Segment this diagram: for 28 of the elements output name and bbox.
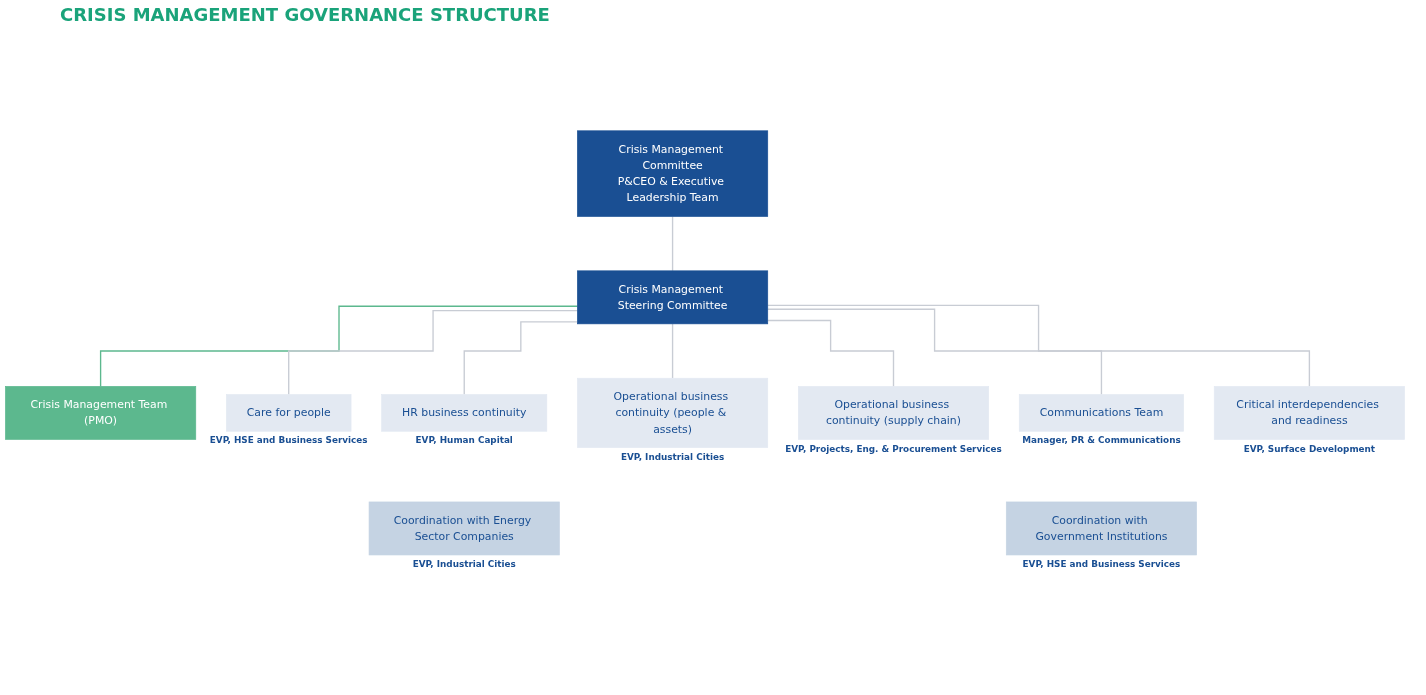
role-label: EVP, Human Capital — [415, 435, 513, 446]
diagram-title: CRISIS MANAGEMENT GOVERNANCE STRUCTURE — [60, 4, 551, 25]
node-box: Care for people — [226, 394, 352, 432]
node-box: Crisis Management Committee P&CEO & Executive Leadership Team — [577, 130, 769, 217]
node-box: Crisis Management Team (PMO) — [5, 386, 197, 440]
connector — [99, 305, 579, 388]
role-label: Manager, PR & Communications — [1022, 435, 1181, 446]
connector — [767, 319, 895, 388]
node-box: Operational business continuity (people & assets) — [577, 377, 769, 448]
node-box: Communications Team — [1018, 394, 1184, 432]
node-box: Crisis Management Steering Committee — [577, 270, 769, 325]
role-label: EVP, Surface Development — [1243, 443, 1376, 454]
connector — [671, 215, 674, 272]
connector — [767, 308, 1103, 396]
node-box: Coordination with Energy Sector Companies — [368, 501, 560, 556]
connector — [288, 309, 579, 396]
node-box: Operational business continuity (supply chain) — [798, 386, 989, 440]
role-label: EVP, Industrial Cities — [620, 451, 725, 462]
connector — [463, 321, 579, 396]
connector — [671, 323, 674, 379]
node-box: Critical interdependencies and readiness — [1213, 386, 1405, 440]
role-label: EVP, Projects, Eng. & Procurement Services — [785, 443, 1002, 454]
node-box: Coordination with Government Institutions — [1005, 501, 1197, 556]
role-label: EVP, HSE and Business Services — [1022, 559, 1181, 570]
role-label: EVP, Industrial Cities — [412, 559, 516, 570]
node-box: HR business continuity — [381, 394, 548, 432]
connector — [767, 304, 1311, 388]
role-label: EVP, HSE and Business Services — [209, 435, 368, 446]
